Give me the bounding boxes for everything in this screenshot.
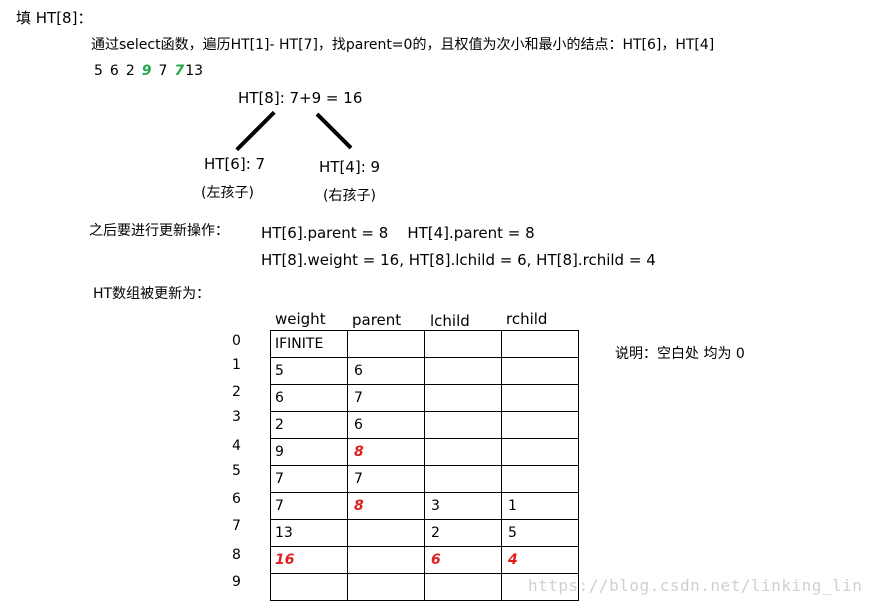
table-title: HT数组被更新为： <box>93 286 211 302</box>
row-index: 6 <box>232 491 241 507</box>
table-cell-rchild <box>501 330 579 358</box>
tree-root-label: HT[8]: 7+9 = 16 <box>238 89 363 107</box>
row-index: 4 <box>232 438 241 454</box>
table-cell-lchild <box>424 411 502 439</box>
table-cell-weight: 6 <box>270 384 348 412</box>
table-row: IFINITE <box>270 330 579 358</box>
header-weight: weight <box>275 310 326 328</box>
left-child-label: HT[6]: 7 <box>204 155 266 173</box>
table-cell-lchild: 3 <box>424 492 502 520</box>
table-cell-weight: 5 <box>270 357 348 385</box>
row-index: 1 <box>232 357 241 373</box>
row-index: 9 <box>232 574 241 590</box>
row-index: 3 <box>232 409 241 425</box>
table-cell-rchild <box>501 411 579 439</box>
table-cell-lchild: 6 <box>424 546 502 574</box>
table-cell-lchild <box>424 465 502 493</box>
left-branch-line <box>235 110 276 152</box>
right-child-label: HT[4]: 9 <box>319 158 381 176</box>
right-child-caption: (右孩子) <box>323 188 376 204</box>
intro-text: 通过select函数，遍历HT[1]- HT[7]，找parent=0的，且权值… <box>91 37 715 53</box>
table-cell-parent: 6 <box>347 357 425 385</box>
table-cell-parent <box>347 546 425 574</box>
table-cell-rchild: 5 <box>501 519 579 547</box>
table-cell-weight: 16 <box>270 546 348 574</box>
page-title: 填 HT[8]： <box>16 9 93 27</box>
weight-value: 7 <box>158 63 168 79</box>
table-cell-rchild <box>501 438 579 466</box>
table-cell-lchild <box>424 384 502 412</box>
table-cell-lchild <box>424 438 502 466</box>
weight-value: 7 <box>174 63 185 79</box>
row-index: 0 <box>232 333 241 349</box>
note-text: 说明：空白处 均为 0 <box>615 346 745 362</box>
table-cell-weight: 2 <box>270 411 348 439</box>
row-index: 8 <box>232 547 241 563</box>
row-index: 2 <box>232 384 241 400</box>
table-cell-lchild <box>424 330 502 358</box>
table-cell-lchild <box>424 357 502 385</box>
table-cell-parent: 7 <box>347 465 425 493</box>
table-row <box>270 573 579 601</box>
table-cell-parent: 8 <box>347 492 425 520</box>
weight-value: 6 <box>109 63 119 79</box>
table-cell-weight: 7 <box>270 465 348 493</box>
table-cell-parent <box>347 573 425 601</box>
table-cell-parent: 8 <box>347 438 425 466</box>
weight-value: 5 <box>94 63 103 79</box>
table-cell-rchild <box>501 384 579 412</box>
table-cell-rchild: 4 <box>501 546 579 574</box>
table-cell-parent <box>347 330 425 358</box>
table-cell-rchild <box>501 357 579 385</box>
table-cell-parent: 7 <box>347 384 425 412</box>
weight-value: 9 <box>141 63 152 79</box>
table-cell-lchild: 2 <box>424 519 502 547</box>
header-rchild: rchild <box>506 310 548 328</box>
table-cell-weight: IFINITE <box>270 330 348 358</box>
table-cell-parent <box>347 519 425 547</box>
table-cell-parent: 6 <box>347 411 425 439</box>
row-index: 7 <box>232 518 241 534</box>
update-ops-line1: HT[6].parent = 8 HT[4].parent = 8 <box>261 224 535 242</box>
header-parent: parent <box>352 311 402 329</box>
table-cell-lchild <box>424 573 502 601</box>
left-child-caption: (左孩子) <box>201 185 254 201</box>
watermark: https://blog.csdn.net/linking_lin <box>528 576 863 595</box>
table-cell-weight: 7 <box>270 492 348 520</box>
update-ops-label: 之后要进行更新操作： <box>89 223 229 239</box>
header-lchild: lchild <box>430 312 470 330</box>
table-cell-rchild: 1 <box>501 492 579 520</box>
table-cell-weight <box>270 573 348 601</box>
update-ops-line2: HT[8].weight = 16, HT[8].lchild = 6, HT[… <box>261 251 656 269</box>
table-cell-weight: 13 <box>270 519 348 547</box>
weight-value: 13 <box>185 63 204 79</box>
row-index: 5 <box>232 463 241 479</box>
table-cell-weight: 9 <box>270 438 348 466</box>
table-cell-rchild <box>501 573 579 601</box>
right-branch-line <box>315 112 353 150</box>
table-cell-rchild <box>501 465 579 493</box>
weight-value: 2 <box>125 63 135 79</box>
